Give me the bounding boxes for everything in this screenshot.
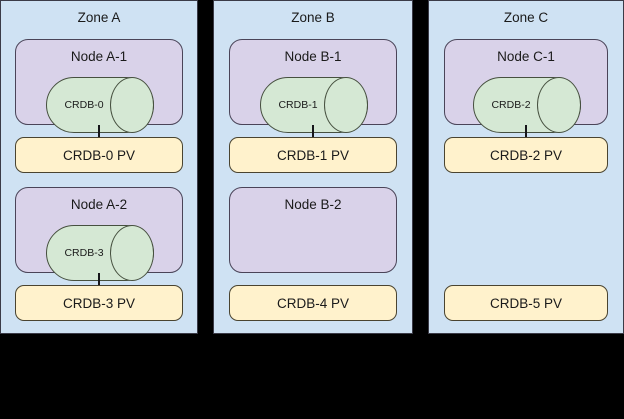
connector-crdb-2 xyxy=(525,125,527,138)
pod-crdb-3[interactable]: CRDB-3 xyxy=(46,225,154,281)
node-b-2[interactable]: Node B-2 xyxy=(229,187,397,273)
pv-crdb-1[interactable]: CRDB-1 PV xyxy=(229,137,397,173)
cylinder-cap xyxy=(110,225,154,281)
cylinder-cap xyxy=(110,77,154,133)
pod-crdb-1[interactable]: CRDB-1 xyxy=(260,77,368,133)
node-a-1[interactable]: Node A-1 CRDB-0 xyxy=(15,39,183,133)
pv-crdb-0[interactable]: CRDB-0 PV xyxy=(15,137,183,173)
node-a-1-title: Node A-1 xyxy=(70,49,128,64)
node-a-2-title: Node A-2 xyxy=(70,197,128,212)
zone-a[interactable]: Zone A Node A-1 CRDB-0 CRDB-0 PV Node A-… xyxy=(0,0,198,334)
node-b-1[interactable]: Node B-1 CRDB-1 xyxy=(229,39,397,133)
zone-c-title: Zone C xyxy=(503,10,549,25)
zone-b[interactable]: Zone B Node B-1 CRDB-1 CRDB-1 PV Node B-… xyxy=(213,0,413,334)
zone-c[interactable]: Zone C Node C-1 CRDB-2 CRDB-2 PV CRDB-5 … xyxy=(428,0,624,334)
cylinder-cap xyxy=(537,77,581,133)
zone-b-title: Zone B xyxy=(291,10,335,25)
pv-crdb-3[interactable]: CRDB-3 PV xyxy=(15,285,183,321)
node-a-2[interactable]: Node A-2 CRDB-3 xyxy=(15,187,183,281)
pod-crdb-0-label: CRDB-0 xyxy=(64,99,104,111)
connector-crdb-1 xyxy=(312,125,314,138)
pv-crdb-2[interactable]: CRDB-2 PV xyxy=(444,137,608,173)
connector-crdb-0 xyxy=(98,125,100,138)
node-c-1-title: Node C-1 xyxy=(497,49,555,64)
pod-crdb-0[interactable]: CRDB-0 xyxy=(46,77,154,133)
pv-crdb-5[interactable]: CRDB-5 PV xyxy=(444,285,608,321)
pod-crdb-2[interactable]: CRDB-2 xyxy=(473,77,581,133)
node-b-2-title: Node B-2 xyxy=(284,197,342,212)
pv-crdb-4[interactable]: CRDB-4 PV xyxy=(229,285,397,321)
node-b-1-title: Node B-1 xyxy=(284,49,342,64)
pod-crdb-1-label: CRDB-1 xyxy=(278,99,318,111)
zone-a-title: Zone A xyxy=(77,10,121,25)
connector-crdb-3 xyxy=(98,273,100,286)
pod-crdb-3-label: CRDB-3 xyxy=(64,247,104,259)
pod-crdb-2-label: CRDB-2 xyxy=(491,99,531,111)
cylinder-cap xyxy=(324,77,368,133)
node-c-1[interactable]: Node C-1 CRDB-2 xyxy=(444,39,608,133)
